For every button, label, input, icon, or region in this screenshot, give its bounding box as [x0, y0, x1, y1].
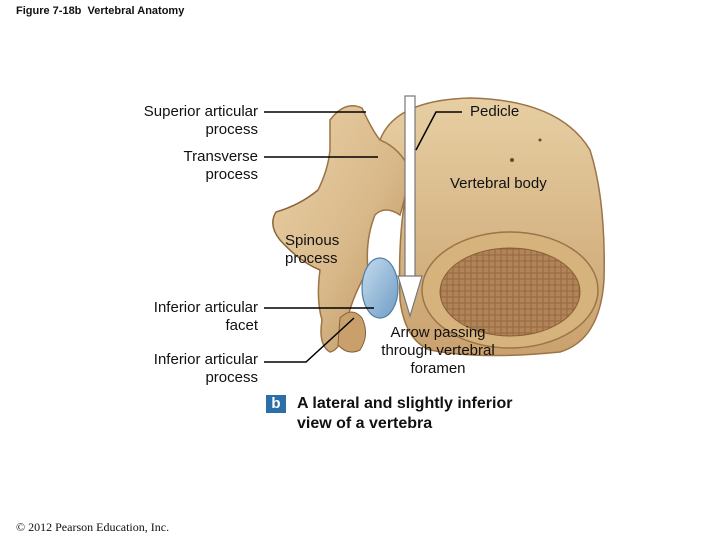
label-pedicle: Pedicle [470, 103, 520, 120]
label-inferior-articular-process: Inferior articular process [153, 351, 258, 386]
leader-pedicle [415, 111, 462, 151]
caption-text: A lateral and slightly inferior view of … [297, 395, 513, 432]
label-vertebral-body: Vertebral body [450, 175, 547, 192]
label-transverse-process: Transverse process [183, 148, 258, 183]
vertebral-body-shape [379, 97, 605, 357]
label-arrow-foramen: Arrow passing through vertebral foramen [381, 324, 495, 377]
foramen-arrow [397, 95, 423, 319]
figure-title: Figure 7-18b Vertebral Anatomy [16, 5, 185, 17]
figure-caption: b A lateral and slightly inferior view o… [266, 394, 512, 434]
label-inferior-articular-facet: Inferior articular facet [153, 299, 258, 334]
label-spinous-process: Spinous process [285, 232, 340, 267]
panel-badge: b [266, 395, 286, 413]
leader-inferior-articular-process [264, 317, 355, 363]
label-superior-articular-process: Superior articular process [143, 103, 258, 138]
vertebral-arch-shape [272, 105, 411, 353]
copyright-notice: © 2012 Pearson Education, Inc. [16, 520, 170, 534]
